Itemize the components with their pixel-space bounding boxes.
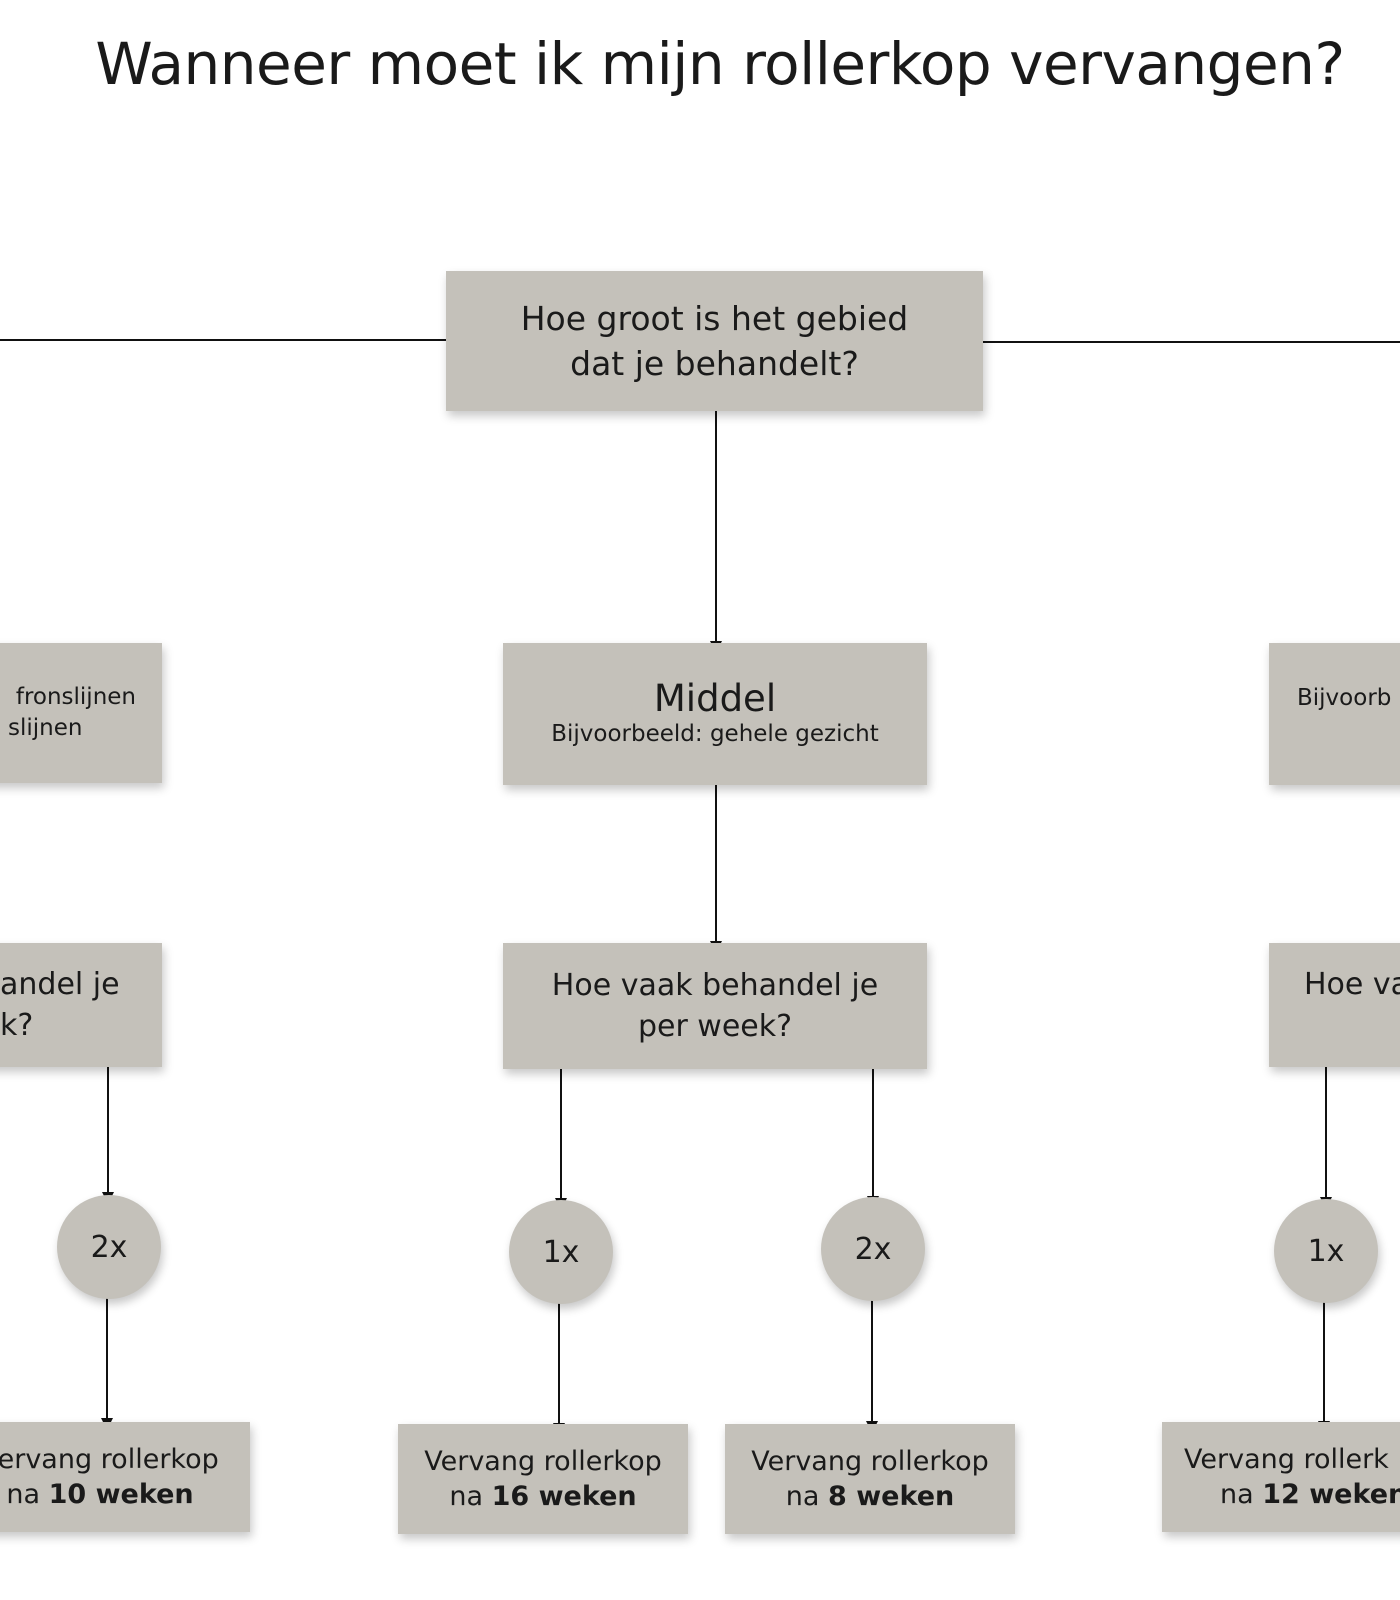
middle-question-line-1: Hoe vaak behandel je [551, 968, 879, 1003]
left-frequency-question-box: andel je k? [0, 943, 162, 1067]
middle-result-2-prefix: Vervang rollerkop [751, 1446, 989, 1477]
middle-result-8-weeks-box: Vervang rollerkop na 8 weken [725, 1424, 1015, 1534]
left-frequency-2x: 2x [57, 1195, 161, 1299]
right-result-box: Vervang rollerk na 12 weken [1162, 1422, 1400, 1532]
root-question-box: Hoe groot is het gebied dat je behandelt… [446, 271, 983, 411]
middle-result-16-weeks-box: Vervang rollerkop na 16 weken [398, 1424, 688, 1534]
middle-result-2-weeks: 8 weken [828, 1481, 955, 1512]
root-question-line-2: dat je behandelt? [570, 344, 859, 383]
right-result-line-2: na 12 weken [1184, 1477, 1400, 1512]
middel-size-example: Bijvoorbeeld: gehele gezicht [551, 720, 879, 747]
left-size-line-1: fronslijnen [15, 684, 136, 710]
right-size-box: Bijvoorb ha [1269, 643, 1400, 785]
middle-result-1-line-2: na 16 weken [449, 1479, 636, 1514]
left-question-line-1: andel je [0, 967, 120, 1002]
middel-size-title: Middel [653, 676, 777, 720]
middle-result-2-na: na [785, 1481, 829, 1512]
middle-frequency-2x: 2x [821, 1197, 925, 1301]
root-question-line-1: Hoe groot is het gebied [520, 299, 909, 338]
left-size-box: fronslijnen slijnen [0, 643, 162, 783]
left-result-weeks: 10 weken [48, 1479, 194, 1510]
middle-result-1-na: na [449, 1481, 492, 1512]
middle-result-1-prefix: Vervang rollerkop [424, 1446, 662, 1477]
middle-question-line-2: per week? [637, 1009, 793, 1044]
right-result-na: na [1220, 1479, 1263, 1510]
right-size-line-2: ha [1297, 714, 1400, 745]
left-question-line-2: k? [0, 1008, 34, 1043]
left-size-line-2: slijnen [8, 715, 83, 741]
left-result-na: na [6, 1479, 49, 1510]
left-result-prefix: Vervang rollerkop [0, 1444, 219, 1475]
right-question-line-2: p [1304, 1005, 1400, 1046]
page-title: Wanneer moet ik mijn rollerkop vervangen… [95, 30, 1345, 98]
middle-frequency-question-box: Hoe vaak behandel je per week? [503, 943, 927, 1069]
middle-result-1-weeks: 16 weken [491, 1481, 637, 1512]
right-result-weeks: 12 weken [1262, 1479, 1400, 1510]
middle-frequency-1x: 1x [509, 1200, 613, 1304]
middel-size-box: Middel Bijvoorbeeld: gehele gezicht [503, 643, 927, 785]
right-frequency-question-box: Hoe va p [1269, 943, 1400, 1067]
left-result-box: Vervang rollerkop na 10 weken [0, 1422, 250, 1532]
left-result-line-2: na 10 weken [6, 1477, 193, 1512]
right-frequency-1x: 1x [1274, 1199, 1378, 1303]
middle-result-2-line-2: na 8 weken [786, 1479, 954, 1514]
right-size-line-1: Bijvoorb [1297, 685, 1392, 711]
right-question-line-1: Hoe va [1304, 967, 1400, 1002]
right-result-prefix: Vervang rollerk [1184, 1444, 1389, 1475]
